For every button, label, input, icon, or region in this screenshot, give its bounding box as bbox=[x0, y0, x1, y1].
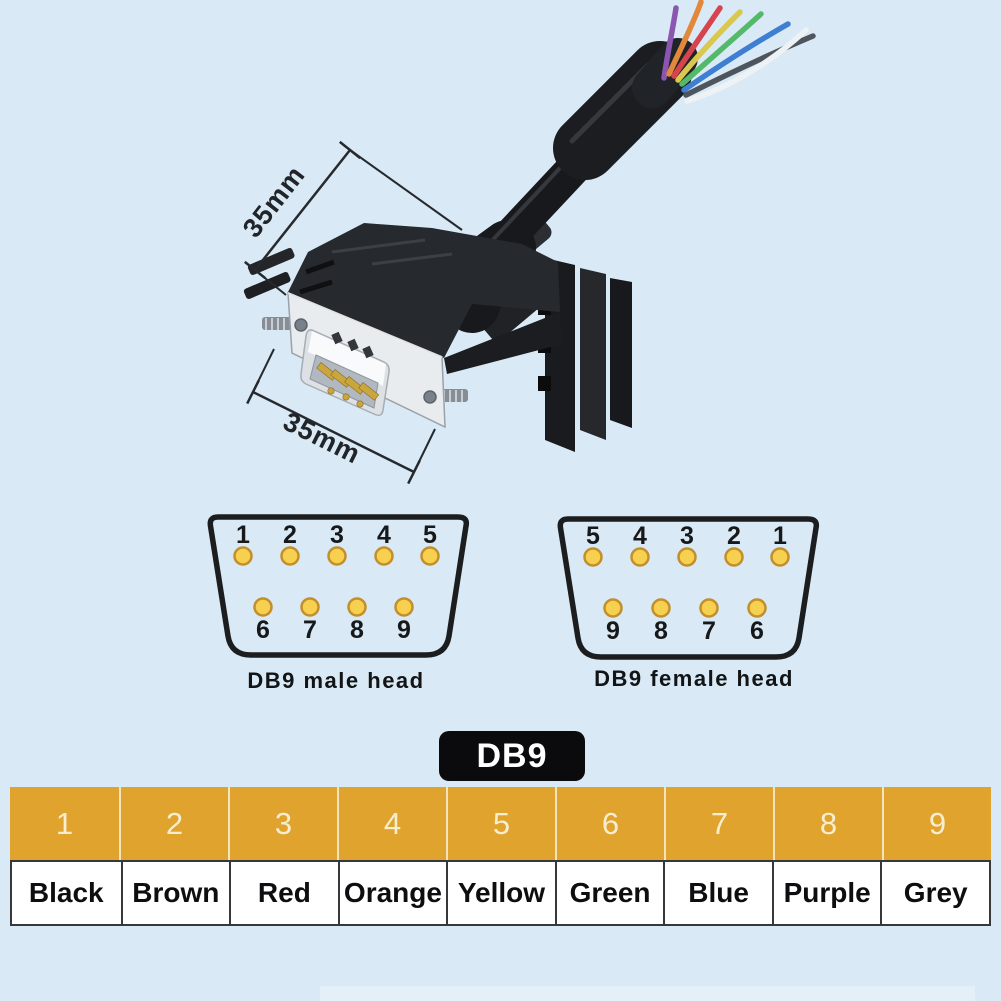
wire-color-cell: Black bbox=[28, 877, 104, 908]
db9-badge: DB9 bbox=[439, 731, 585, 781]
connector-photo: 35mm 35mm bbox=[237, 0, 816, 485]
footer-highlight bbox=[320, 986, 975, 1001]
svg-text:2: 2 bbox=[283, 521, 297, 549]
wiring-table: 1 2 3 4 5 6 7 8 9 Black Brown Red Orange… bbox=[10, 787, 991, 926]
wire-dark-grey bbox=[683, 33, 816, 98]
svg-text:8: 8 bbox=[654, 617, 668, 645]
wire-fan bbox=[661, 0, 816, 104]
svg-text:9: 9 bbox=[606, 617, 620, 645]
wire-yellow bbox=[675, 9, 743, 83]
svg-text:9: 9 bbox=[397, 616, 411, 644]
wire-purple bbox=[661, 5, 679, 81]
svg-text:3: 3 bbox=[680, 522, 694, 550]
dimension-label-top: 35mm bbox=[237, 160, 311, 243]
wire-blue bbox=[681, 21, 791, 93]
wire-color-cell: Red bbox=[229, 862, 338, 924]
pin-number-cell: 5 bbox=[446, 787, 555, 860]
male-head-label: DB9 male head bbox=[247, 668, 424, 693]
male-pins bbox=[233, 546, 440, 617]
pinout-female: 5 4 3 2 1 9 8 7 6 DB9 female head bbox=[557, 516, 820, 691]
female-pins bbox=[583, 547, 790, 618]
wire-color-cell: Brown bbox=[120, 862, 230, 924]
female-shell-outline bbox=[557, 516, 820, 660]
svg-text:8: 8 bbox=[350, 616, 364, 644]
wire-color-cell: Yellow bbox=[446, 862, 555, 924]
svg-text:6: 6 bbox=[256, 616, 270, 644]
pin-number-cell: 7 bbox=[664, 787, 773, 860]
pinout-male: 1 2 3 4 5 6 7 8 9 DB9 male head bbox=[207, 514, 470, 693]
svg-text:1: 1 bbox=[236, 521, 250, 549]
dsub-shell bbox=[300, 329, 390, 417]
pin-tips bbox=[331, 331, 374, 359]
wire-red bbox=[671, 5, 723, 79]
svg-text:5: 5 bbox=[586, 522, 600, 550]
wire-color-cell: Blue bbox=[663, 862, 772, 924]
male-shell-outline bbox=[207, 514, 470, 658]
table-body-row: Black Brown Red Orange Yellow Green Blue… bbox=[10, 860, 991, 926]
wire-color-cell: Green bbox=[554, 862, 664, 924]
wire-color-cell: Orange bbox=[337, 862, 447, 924]
svg-text:4: 4 bbox=[633, 522, 647, 550]
pin-number-cell: 8 bbox=[773, 787, 882, 860]
wire-green bbox=[679, 11, 764, 87]
pin-number-cell: 4 bbox=[337, 787, 446, 860]
svg-text:5: 5 bbox=[423, 521, 437, 549]
gold-pins bbox=[316, 362, 380, 408]
mounting-screw-left bbox=[262, 317, 292, 330]
pin-number-cell: 1 bbox=[55, 805, 74, 841]
svg-text:6: 6 bbox=[750, 617, 764, 645]
pin-number-cell: 2 bbox=[119, 787, 228, 860]
dimension-bottom bbox=[246, 348, 436, 485]
strain-relief-ribs bbox=[538, 258, 632, 452]
male-pin-numbers: 1 2 3 4 5 6 7 8 9 bbox=[236, 521, 437, 644]
dimension-label-bottom: 35mm bbox=[279, 406, 366, 469]
svg-text:7: 7 bbox=[303, 616, 317, 644]
pin-number-cell: 9 bbox=[882, 787, 991, 860]
svg-text:7: 7 bbox=[702, 617, 716, 645]
pin-number-cell: 6 bbox=[555, 787, 664, 860]
wire-color-cell: Purple bbox=[771, 862, 881, 924]
svg-text:3: 3 bbox=[330, 521, 344, 549]
pin-number-cell: 3 bbox=[228, 787, 337, 860]
female-pin-numbers: 5 4 3 2 1 9 8 7 6 bbox=[586, 522, 787, 645]
table-header-row: 1 2 3 4 5 6 7 8 9 bbox=[10, 787, 991, 860]
wire-color-cell: Grey bbox=[880, 862, 989, 924]
female-head-label: DB9 female head bbox=[594, 666, 794, 691]
dimension-top bbox=[244, 140, 463, 296]
wire-orange bbox=[666, 0, 704, 77]
svg-text:4: 4 bbox=[377, 521, 391, 549]
svg-text:2: 2 bbox=[727, 522, 741, 550]
connector-housing bbox=[243, 223, 562, 374]
svg-text:1: 1 bbox=[773, 522, 787, 550]
wire-white bbox=[684, 27, 809, 104]
